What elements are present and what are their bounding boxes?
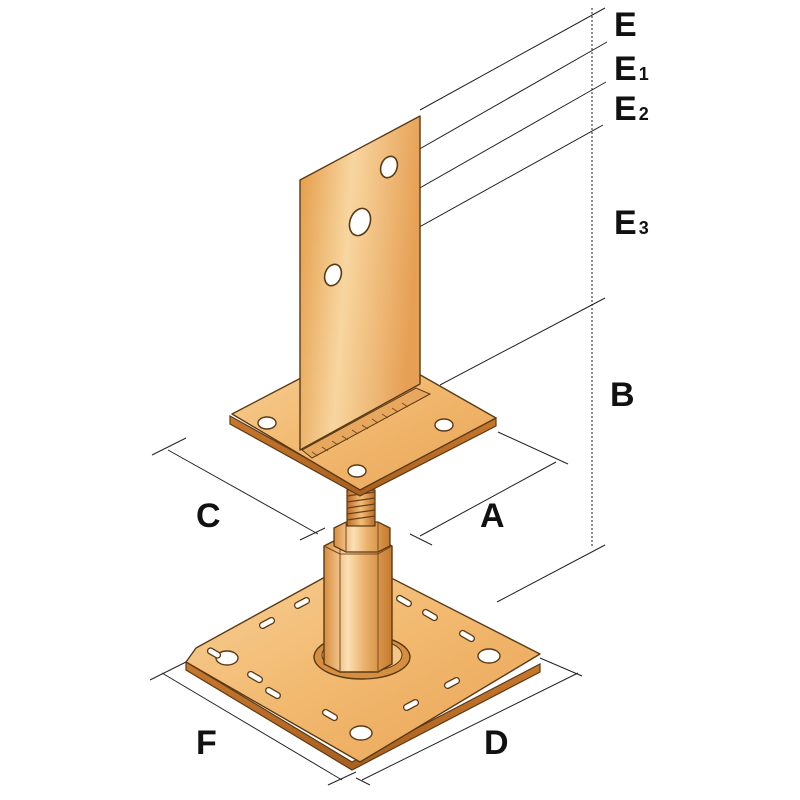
blade-holes (323, 155, 399, 287)
base-plate-slots (206, 594, 475, 722)
vertical-blade (299, 115, 432, 459)
label-b: B (610, 376, 635, 414)
hex-tube (323, 537, 393, 673)
label-d: D (484, 724, 509, 762)
label-a: A (480, 497, 505, 535)
head-plate-holes (257, 416, 454, 478)
label-e: E (614, 6, 637, 44)
label-c: C (196, 497, 221, 535)
label-f: F (196, 724, 217, 762)
